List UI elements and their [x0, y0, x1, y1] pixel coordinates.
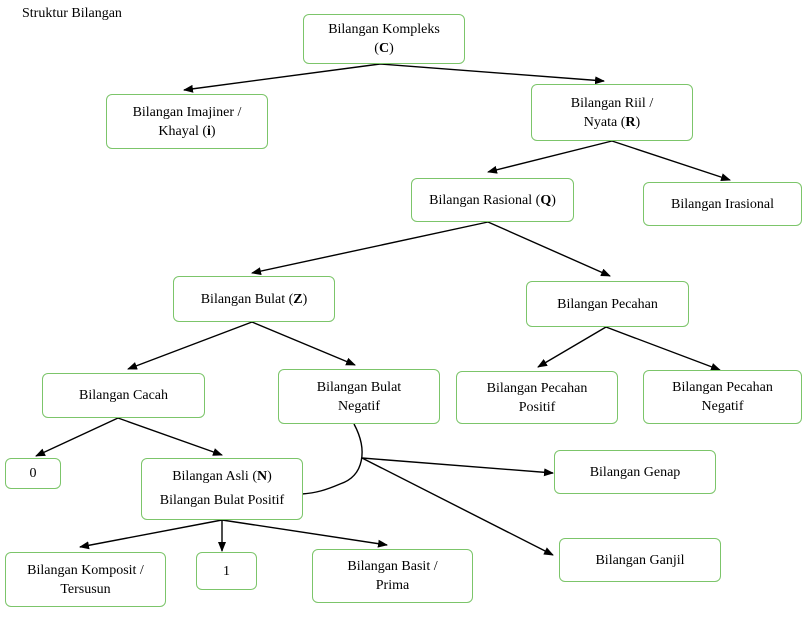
node-label: ) — [302, 291, 308, 307]
edge-genap — [361, 457, 554, 477]
node-label: Prima — [375, 578, 410, 593]
node-symbol: N — [256, 469, 268, 484]
node-label: Bilangan Bulat Positif — [159, 493, 285, 508]
node-bilangan-kompleks: Bilangan Kompleks (C) — [303, 14, 465, 64]
node-label: Bilangan Kompleks — [328, 22, 440, 37]
node-label: Negatif — [701, 399, 744, 414]
edge-rasional-pecahan — [487, 221, 611, 277]
edge-ganjil — [361, 457, 554, 556]
node-label: Bilangan Riil / — [570, 95, 654, 111]
node-bilangan-prima: Bilangan Basit / Prima — [312, 549, 473, 603]
node-bilangan-cacah: Bilangan Cacah — [42, 373, 205, 418]
edge-asli-prima — [221, 519, 388, 548]
node-bilangan-genap: Bilangan Genap — [554, 450, 716, 494]
node-label: Bilangan Cacah — [78, 388, 169, 403]
node-bilangan-ganjil: Bilangan Ganjil — [559, 538, 721, 582]
node-nol: 0 — [5, 458, 61, 489]
node-label: Nyata ( — [583, 114, 626, 130]
edge-bulat-negatif — [251, 321, 356, 366]
node-label: ) — [389, 41, 394, 56]
edge-kompleks-riil — [379, 63, 605, 85]
node-label: Bilangan Komposit / — [27, 562, 144, 578]
node-bilangan-imajiner: Bilangan Imajiner / Khayal (i) — [106, 94, 268, 149]
node-label: Bilangan Pecahan — [557, 296, 658, 312]
node-bilangan-pecahan-negatif: Bilangan Pecahan Negatif — [643, 370, 802, 424]
edge-pecahan-negatif — [605, 326, 721, 371]
node-bilangan-bulat-negatif: Bilangan Bulat Negatif — [278, 369, 440, 424]
node-label: Bilangan Ganjil — [595, 552, 685, 568]
node-label: Bilangan Bulat ( — [200, 291, 294, 307]
node-label: Bilangan Bulat — [316, 379, 402, 395]
node-label: 1 — [223, 563, 230, 579]
node-symbol: R — [625, 114, 636, 130]
diagram-title: Struktur Bilangan — [22, 6, 122, 21]
node-label: Bilangan Genap — [589, 464, 681, 480]
node-bilangan-bulat: Bilangan Bulat (Z) — [173, 276, 335, 322]
edge-asli-komposit — [79, 519, 223, 550]
node-label: Positif — [518, 399, 556, 415]
node-label: ) — [551, 192, 556, 208]
edge-pecahan-positif — [537, 326, 607, 368]
node-label: ( — [374, 41, 379, 56]
node-label: ) — [635, 114, 641, 130]
node-label: Tersusun — [60, 581, 111, 597]
edge-rasional-bulat — [251, 221, 489, 276]
edge-cacah-nol — [35, 417, 119, 457]
node-label: Bilangan Basit / — [347, 559, 438, 574]
node-bilangan-riil: Bilangan Riil / Nyata (R) — [531, 84, 693, 141]
node-symbol: Q — [540, 192, 552, 208]
node-bilangan-pecahan: Bilangan Pecahan — [526, 281, 689, 327]
edge-bulat-curve — [301, 423, 363, 495]
node-label: Bilangan Asli ( — [172, 469, 257, 484]
node-label: ) — [267, 469, 272, 484]
node-label: Khayal ( — [158, 123, 208, 139]
node-label: 0 — [29, 466, 37, 481]
node-label: ) — [210, 123, 216, 139]
node-bilangan-pecahan-positif: Bilangan Pecahan Positif — [456, 371, 618, 424]
node-label: Bilangan Pecahan — [672, 380, 773, 395]
edge-kompleks-imajiner — [183, 63, 381, 93]
node-label: Bilangan Pecahan — [486, 380, 588, 396]
node-label: Bilangan Imajiner / — [132, 104, 242, 120]
node-symbol: i — [207, 123, 211, 139]
node-label: Bilangan Rasional ( — [429, 192, 541, 208]
edge-cacah-asli — [117, 417, 223, 456]
node-bilangan-rasional: Bilangan Rasional (Q) — [411, 178, 574, 222]
edge-bulat-cacah — [127, 321, 253, 370]
edge-riil-irasional — [611, 140, 731, 181]
node-symbol: C — [378, 41, 390, 56]
node-label: Negatif — [338, 398, 380, 414]
node-bilangan-asli: Bilangan Asli (N) Bilangan Bulat Positif — [141, 458, 303, 520]
node-label: Bilangan Irasional — [670, 196, 775, 212]
node-bilangan-irasional: Bilangan Irasional — [643, 182, 802, 226]
edge-riil-rasional — [487, 140, 613, 174]
node-bilangan-komposit: Bilangan Komposit / Tersusun — [5, 552, 166, 607]
node-symbol: Z — [293, 291, 303, 307]
node-satu: 1 — [196, 552, 257, 590]
